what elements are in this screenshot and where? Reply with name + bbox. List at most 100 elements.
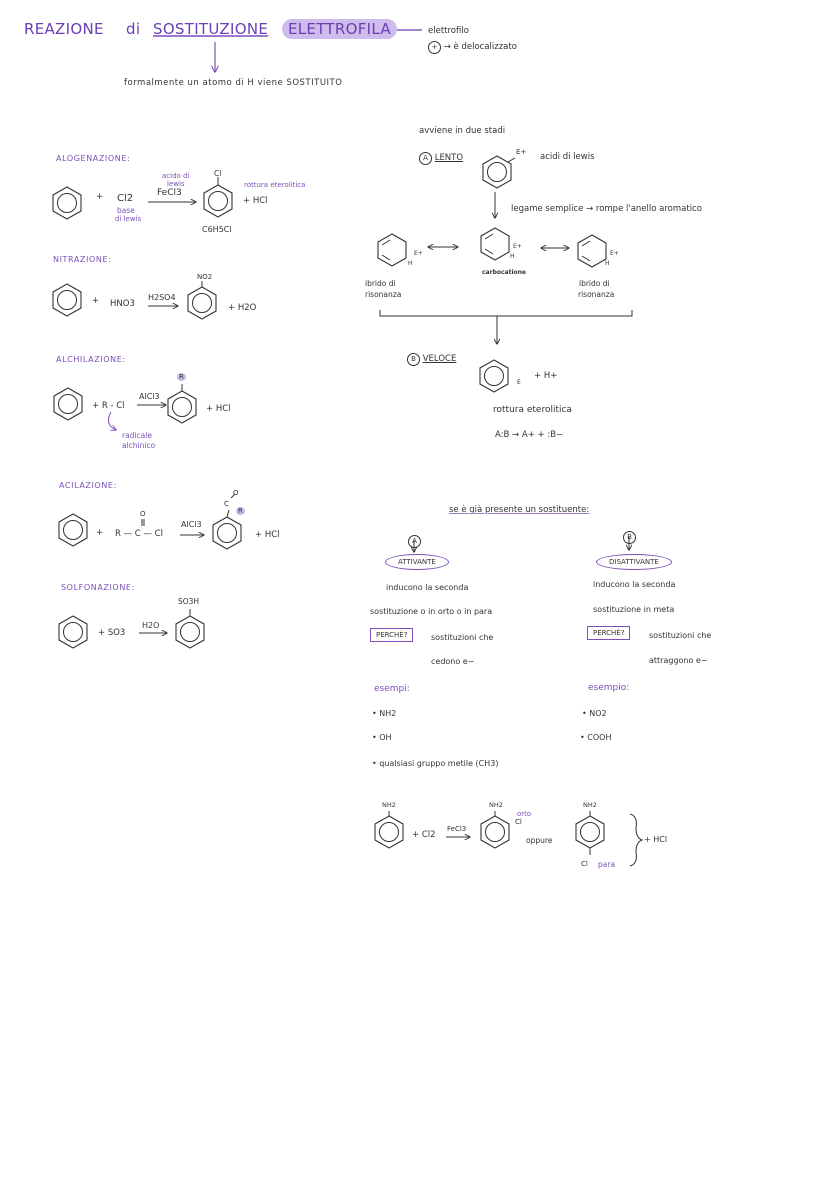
equation: A:B → A+ + :B− bbox=[495, 430, 564, 440]
catalyst-alcl3: AlCl3 bbox=[181, 520, 202, 529]
benzene-ring bbox=[58, 513, 88, 547]
h-left: H bbox=[408, 260, 413, 267]
letter-a-circle-icon: A bbox=[419, 152, 432, 165]
product-hcl: + HCl bbox=[243, 196, 268, 206]
label-nitrazione: NITRAZIONE: bbox=[53, 255, 112, 264]
catalyst-h2so4: H2SO4 bbox=[148, 293, 176, 302]
lewis-label: lewis bbox=[167, 180, 185, 188]
b-line2: sostituzione in meta bbox=[593, 605, 675, 614]
side-delocalizzato: → è delocalizzato bbox=[443, 42, 517, 52]
side-delocalizzato-line: + → è delocalizzato bbox=[428, 41, 517, 54]
label-acilazione: ACILAZIONE: bbox=[59, 481, 117, 490]
risonanza-right: risonanza bbox=[578, 290, 615, 299]
carbocatione-label: carbocatione bbox=[482, 269, 526, 276]
e-substituent: E bbox=[517, 379, 521, 386]
reagent-acyl: R — C — Cl bbox=[115, 529, 163, 539]
perche-box-b: PERCHÈ? bbox=[587, 626, 631, 640]
benzene-ring bbox=[175, 615, 205, 649]
e-mid: E+ bbox=[513, 243, 522, 250]
nh2-label: NH2 bbox=[489, 801, 503, 809]
nh2-label: NH2 bbox=[583, 801, 597, 809]
nh2-label: NH2 bbox=[382, 801, 396, 809]
reagent-r-cl: + R - Cl bbox=[92, 401, 125, 411]
plus-sign: + bbox=[96, 528, 104, 538]
legame-note: legame semplice → rompe l'anello aromati… bbox=[511, 204, 702, 214]
stage-b-line: B VELOCE bbox=[407, 353, 456, 366]
label-alchilazione: ALCHILAZIONE: bbox=[56, 355, 126, 364]
product-h2o: + H2O bbox=[228, 303, 257, 313]
reagent-cl2: Cl2 bbox=[117, 193, 134, 204]
substituent-so3h: SO3H bbox=[178, 597, 200, 606]
plus-cl2: + Cl2 bbox=[412, 830, 436, 840]
para-label: para bbox=[598, 860, 616, 869]
example-item: • OH bbox=[372, 733, 392, 742]
b-why1: sostituzioni che bbox=[649, 631, 712, 640]
example-item: • qualsiasi gruppo metile (CH3) bbox=[372, 759, 499, 768]
a-why2: cedono e− bbox=[431, 657, 475, 666]
benzene-ring bbox=[479, 359, 509, 393]
benzene-ring bbox=[58, 615, 88, 649]
h-mid: H bbox=[510, 253, 515, 260]
resonance-bracket bbox=[379, 310, 633, 317]
plus-sign: + bbox=[96, 192, 104, 202]
letter-a-circle-icon: A bbox=[408, 535, 421, 548]
e-right: E+ bbox=[610, 250, 619, 257]
di-lewis-label: di lewis bbox=[115, 215, 142, 223]
esempi-label: esempi: bbox=[374, 684, 410, 694]
e-left: E+ bbox=[414, 250, 423, 257]
subtitle: formalmente un atomo di H viene SOSTITUI… bbox=[124, 78, 343, 88]
benzene-ring bbox=[212, 516, 242, 550]
rottura-eterolitica: rottura eterolitica bbox=[493, 405, 572, 415]
rottura-label: rottura eterolitica bbox=[244, 181, 306, 189]
disattivante-badge: DISATTIVANTE bbox=[596, 554, 672, 570]
attivante-badge: ATTIVANTE bbox=[385, 554, 449, 570]
substituent-no2: NO2 bbox=[197, 273, 213, 281]
reagent-hno3: HNO3 bbox=[110, 299, 135, 309]
radicale-label: radicale bbox=[122, 431, 152, 440]
label-alogenazione: ALOGENAZIONE: bbox=[56, 154, 131, 163]
acidi-label: acidi di lewis bbox=[540, 152, 595, 162]
veloce-label: VELOCE bbox=[422, 354, 457, 364]
ibrido-right: ibrido di bbox=[579, 279, 610, 288]
example-item: • NH2 bbox=[372, 709, 397, 718]
catalyst-alcl3: AlCl3 bbox=[139, 392, 160, 401]
a-why1: sostituzioni che bbox=[431, 633, 494, 642]
carbocation-ring bbox=[577, 234, 607, 268]
oppure-label: oppure bbox=[526, 836, 553, 845]
title-di: di bbox=[126, 20, 141, 38]
oxygen-o-product: O bbox=[233, 489, 239, 497]
cl-orto: Cl bbox=[515, 818, 522, 826]
alchinico-label: alchinico bbox=[122, 441, 156, 450]
esempio-label: esempio: bbox=[588, 683, 630, 693]
substituent-r: R bbox=[236, 507, 245, 515]
catalyst-fecl3: FeCl3 bbox=[447, 825, 467, 833]
side-elettrofilo: elettrofilo bbox=[428, 26, 469, 36]
a-line1: inducono la seconda bbox=[386, 583, 469, 592]
product-hcl: + HCl bbox=[206, 404, 231, 414]
curly-brace bbox=[629, 813, 644, 867]
benzene-ring bbox=[203, 184, 233, 218]
formula-c6h5cl: C6H5Cl bbox=[202, 225, 232, 234]
plus-circle-icon: + bbox=[428, 41, 441, 54]
base-label: base bbox=[117, 206, 135, 215]
substituent-r: R bbox=[177, 373, 186, 381]
plus-sign: + bbox=[92, 296, 100, 306]
orto-label: orto bbox=[517, 810, 532, 818]
title-elettrofila: ELETTROFILA bbox=[282, 19, 397, 39]
h-right: H bbox=[605, 260, 610, 267]
plus-h-plus: + H+ bbox=[534, 371, 558, 381]
risonanza-left: risonanza bbox=[365, 290, 402, 299]
radicale-arrow bbox=[107, 411, 116, 430]
substituent-cl: Cl bbox=[214, 169, 222, 178]
label-solfonazione: SOLFONAZIONE: bbox=[61, 583, 135, 592]
benzene-ring bbox=[52, 283, 82, 317]
group-a-marker: A bbox=[408, 528, 421, 548]
perche-box-a: PERCHÈ? bbox=[370, 628, 414, 642]
acido-label: acido di bbox=[162, 172, 190, 180]
e-plus: E+ bbox=[516, 148, 527, 156]
b-why2: attraggono e− bbox=[649, 656, 708, 665]
product-hcl: + HCl bbox=[255, 530, 280, 540]
benzene-ring bbox=[374, 815, 404, 849]
stage-a-line: A LENTO bbox=[419, 152, 463, 165]
